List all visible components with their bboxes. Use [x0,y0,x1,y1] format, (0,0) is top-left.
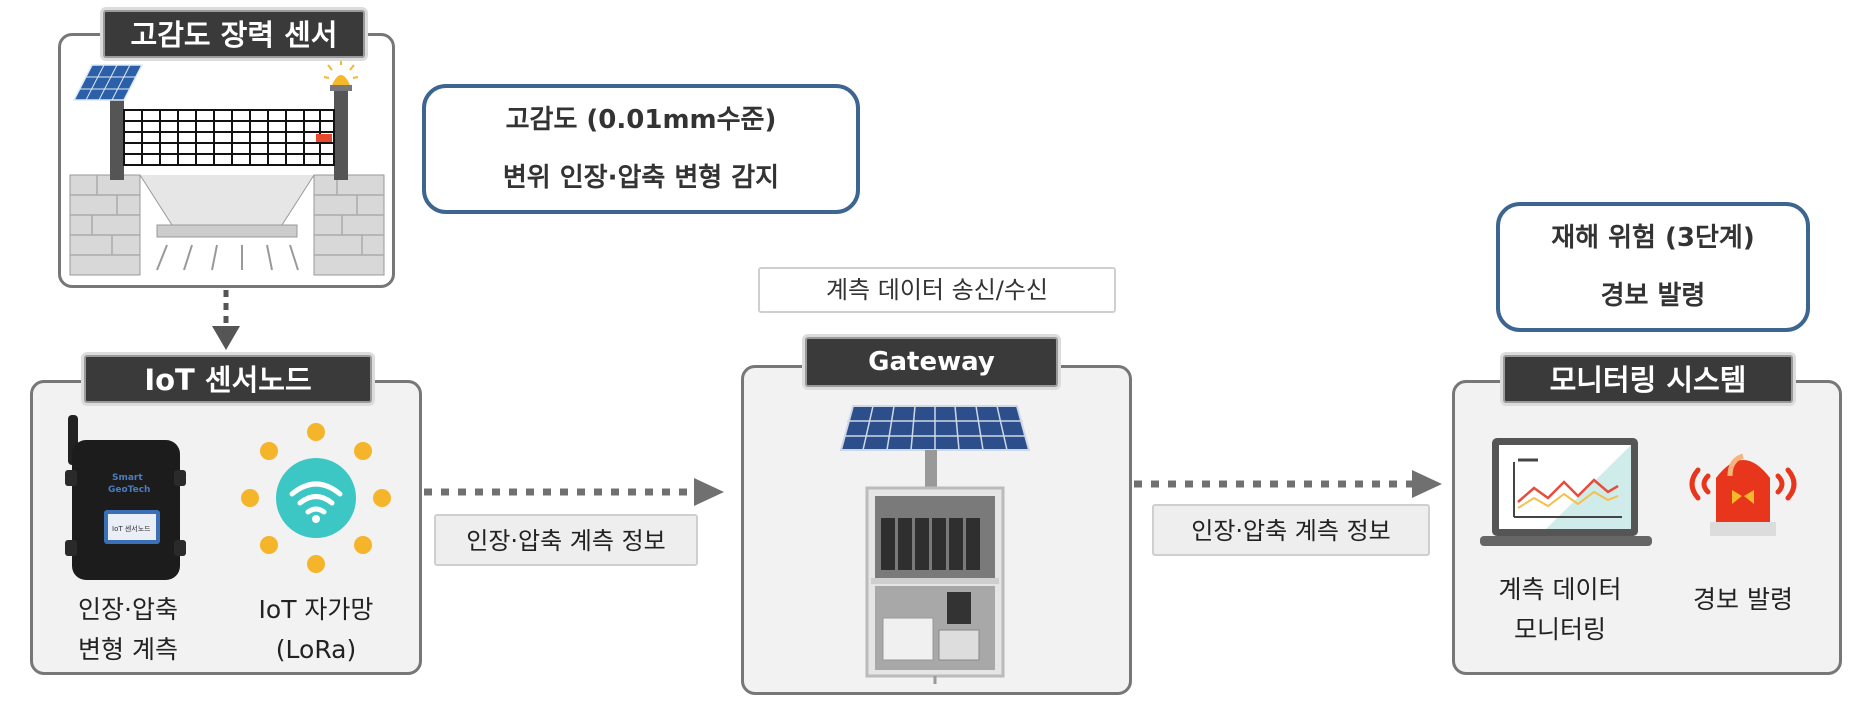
device-screen-text: IoT 센서노드 [112,524,151,533]
laptop-monitor-icon [1480,438,1652,546]
sensor-callout-line1: 고감도 (0.01mm수준) [505,105,777,135]
sensor-title: 고감도 장력 센서 [103,10,365,58]
brick-wall-icon [69,174,385,276]
lora-network-icon [241,423,391,573]
screen-caption-line2: 모니터링 [1513,615,1606,644]
wifi-icon [289,481,343,515]
tension-net-icon [123,109,335,166]
alarm-siren-icon [1689,453,1797,536]
screen-caption-line1: 계측 데이터 [1498,575,1622,604]
warning-light-icon [323,59,359,91]
sensor-callout-line2: 변위 인장·압축 변형 감지 [502,163,780,193]
sensor-callout: 고감도 (0.01mm수준) 변위 인장·압축 변형 감지 [422,84,860,214]
tension-sensor-icon [316,134,332,142]
monitoring-callout-line1: 재해 위험 (3단계) [1551,223,1755,253]
gateway-title: Gateway [805,337,1058,387]
gateway-to-monitoring-arrow [1134,470,1442,498]
right-link-label: 인장·압축 계측 정보 [1152,504,1430,556]
sensor-to-node-arrow [212,290,240,350]
device-caption: 인장·압축 변형 계측 [58,590,198,670]
solar-panel-icon [72,64,144,101]
network-caption-line1: IoT 자가망 [258,595,374,624]
gateway-solar-panel-icon [839,405,1031,490]
node-to-gateway-arrow [424,478,724,506]
monitoring-title: 모니터링 시스템 [1503,355,1793,403]
device-caption-line1: 인장·압축 [78,595,178,624]
sensor-node-device-icon: Smart GeoTech IoT 센서노드 [65,415,186,580]
node-title: IoT 센서노드 [84,355,372,403]
screen-caption: 계측 데이터 모니터링 [1470,570,1650,650]
device-brand-1: Smart [112,473,143,483]
network-caption-line2: (LoRa) [275,635,357,664]
alarm-caption: 경보 발령 [1693,585,1793,614]
left-link-label: 인장·압축 계측 정보 [434,514,698,566]
monitoring-callout: 재해 위험 (3단계) 경보 발령 [1496,202,1810,332]
gateway-device-icon [839,405,1031,684]
monitoring-callout-line2: 경보 발령 [1600,281,1706,311]
gateway-top-label: 계측 데이터 송신/수신 [758,267,1116,313]
tension-fence-illustration [69,59,385,276]
device-brand-2: GeoTech [108,485,150,495]
device-caption-line2: 변형 계측 [78,635,178,664]
network-caption: IoT 자가망 (LoRa) [236,590,396,670]
